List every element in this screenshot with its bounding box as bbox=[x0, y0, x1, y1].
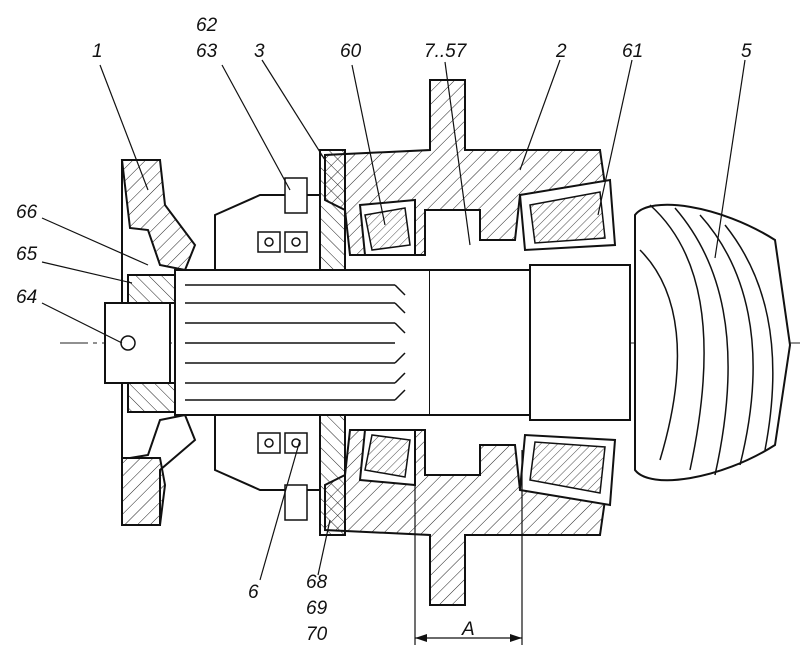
bearing-60 bbox=[358, 198, 416, 487]
dimension-a-label: A bbox=[462, 619, 475, 640]
callout-3: 3 bbox=[254, 41, 265, 62]
callout-68: 68 bbox=[306, 572, 328, 593]
callout-63: 63 bbox=[196, 41, 218, 62]
callout-2: 2 bbox=[556, 41, 567, 62]
callout-70: 70 bbox=[306, 624, 328, 645]
seal-assembly bbox=[214, 149, 346, 536]
callout-1: 1 bbox=[92, 41, 103, 62]
callout-61: 61 bbox=[622, 41, 644, 62]
callout-6: 6 bbox=[248, 582, 259, 603]
callout-5: 5 bbox=[741, 41, 752, 62]
callout-60: 60 bbox=[340, 41, 362, 62]
drive-shaft bbox=[174, 264, 631, 421]
bearing-61 bbox=[518, 178, 617, 507]
callout-69: 69 bbox=[306, 598, 328, 619]
callout-64: 64 bbox=[16, 287, 38, 308]
cotter-pin-hole bbox=[120, 335, 136, 351]
leader-lines bbox=[41, 59, 746, 581]
pinion-gear-5 bbox=[634, 203, 792, 482]
dimension-a bbox=[414, 450, 523, 645]
callout-7-57: 7..57 bbox=[424, 41, 467, 62]
callout-66: 66 bbox=[16, 202, 38, 223]
callout-62: 62 bbox=[196, 15, 218, 36]
flange-1 bbox=[104, 159, 197, 526]
callout-65: 65 bbox=[16, 244, 38, 265]
